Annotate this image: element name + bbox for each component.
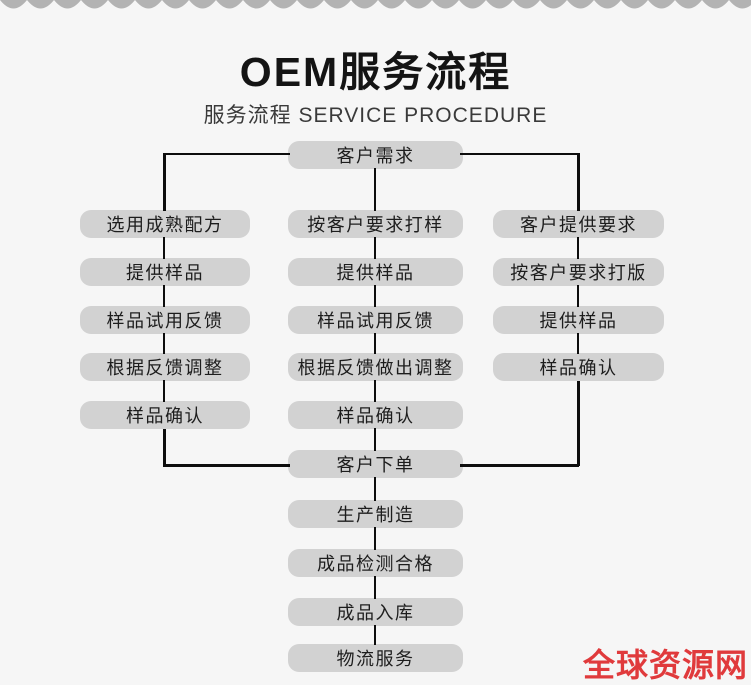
connector	[374, 625, 376, 645]
node-provide-sample-right: 提供样品	[493, 306, 664, 334]
node-production: 生产制造	[288, 500, 463, 528]
connector	[374, 168, 376, 211]
node-pattern-per-customer-request: 按客户要求打版	[493, 258, 664, 286]
node-provide-sample-left: 提供样品	[80, 258, 250, 286]
connector	[163, 237, 165, 259]
node-customer-order: 客户下单	[288, 450, 463, 478]
connector	[163, 380, 165, 402]
connector	[163, 153, 166, 211]
connector	[374, 527, 376, 550]
connector	[577, 333, 579, 354]
node-provide-sample-mid: 提供样品	[288, 258, 463, 286]
site-watermark: 全球资源网	[582, 647, 748, 683]
connector	[460, 464, 579, 467]
page-title: OEM服务流程	[239, 49, 512, 95]
node-sample-trial-feedback-mid: 样品试用反馈	[288, 306, 463, 334]
connector	[577, 381, 580, 466]
node-sample-confirm-left: 样品确认	[80, 401, 250, 429]
node-adjust-by-feedback-left: 根据反馈调整	[80, 353, 250, 381]
torn-paper-edge-icon	[0, 0, 751, 9]
node-sample-per-customer-request: 按客户要求打样	[288, 210, 463, 238]
node-warehousing: 成品入库	[288, 598, 463, 626]
connector	[577, 285, 579, 307]
connector	[374, 333, 376, 354]
node-customer-demand: 客户需求	[288, 141, 463, 169]
node-adjust-by-feedback-mid: 根据反馈做出调整	[288, 353, 463, 381]
node-sample-trial-feedback-left: 样品试用反馈	[80, 306, 250, 334]
connector	[374, 477, 376, 501]
node-customer-provides-requirements: 客户提供要求	[493, 210, 664, 238]
connector	[374, 285, 376, 307]
node-select-mature-formula: 选用成熟配方	[80, 210, 250, 238]
connector	[163, 333, 165, 354]
connector	[577, 153, 580, 211]
node-sample-confirm-mid: 样品确认	[288, 401, 463, 429]
connector	[163, 464, 290, 467]
connector	[163, 429, 166, 466]
connector	[460, 152, 578, 155]
connector	[374, 380, 376, 402]
connector	[374, 237, 376, 259]
connector	[164, 152, 290, 155]
page-subtitle: 服务流程 SERVICE PROCEDURE	[203, 104, 548, 127]
connector	[577, 237, 579, 259]
connector	[163, 285, 165, 307]
connector	[374, 428, 376, 451]
connector	[374, 576, 376, 599]
node-finished-inspection: 成品检测合格	[288, 549, 463, 577]
node-logistics: 物流服务	[288, 644, 463, 672]
node-sample-confirm-right: 样品确认	[493, 353, 664, 381]
